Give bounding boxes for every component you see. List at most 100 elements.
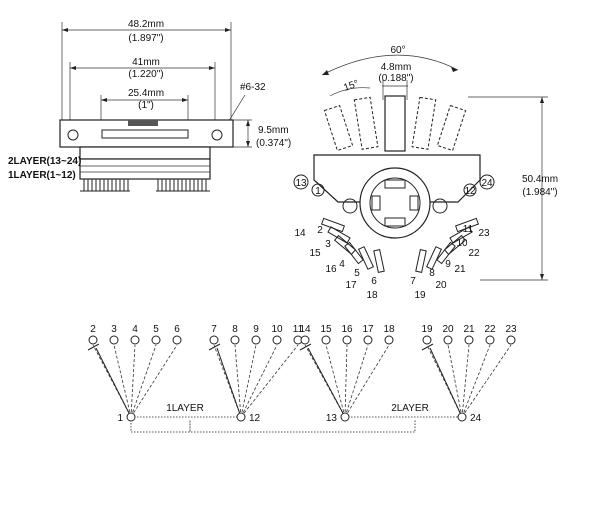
top-view: 48.2mm (1.897") 41mm (1.220") 25.4mm (1"… [8,19,291,192]
pin-15: 15 [309,248,321,259]
common-terminal-24 [457,412,467,422]
throw-terminal-10 [272,335,282,345]
throw-terminal-7 [209,335,219,345]
throw-label-14: 14 [299,324,311,335]
throw-terminal-17 [363,335,373,345]
throw-terminal-19 [422,335,432,345]
switch-lever [384,95,406,152]
throw-terminal-16 [342,335,352,345]
throw-terminal-21 [464,335,474,345]
throw-terminal-2 [88,335,98,345]
throw-label-2: 2 [90,324,96,335]
throw-line-10 [240,344,278,418]
common-terminal-1 [126,412,136,422]
throw-label-7: 7 [211,324,217,335]
throw-line-8 [234,344,242,418]
throw-label-10: 10 [271,324,283,335]
throw-label-6: 6 [174,324,180,335]
switch-group-12: 7 8 9 10 11 12 [208,324,304,424]
layer-deck-1 [79,158,211,180]
common-label-12: 12 [249,413,261,424]
throw-label-9: 9 [253,324,259,335]
marker-12: 12 [464,186,476,197]
marker-13: 13 [295,178,307,189]
throw-line-19 [426,344,463,418]
pin-8: 8 [429,268,435,279]
pin-3: 3 [325,239,331,250]
pin-5: 5 [354,268,360,279]
throw-terminal-14 [300,335,310,345]
throw-line-23 [461,344,512,418]
throw-line-20 [447,344,463,418]
wiper-arm-1 [95,347,132,418]
pin-19: 19 [414,290,426,301]
throw-terminal-15 [321,335,331,345]
throw-terminal-6 [172,335,182,345]
wiper-tip-1 [87,343,100,351]
common-label-24: 24 [470,413,482,424]
overall-width-label: 48.2mm [128,19,164,30]
lever-width-inch-label: (0.188") [378,73,413,84]
mount-spacing-inch-label: (1.220") [128,69,163,80]
throw-line-21 [461,344,470,418]
throw-label-21: 21 [463,324,475,335]
slot-length-label: 25.4mm [128,88,164,99]
throw-label-4: 4 [132,324,138,335]
wiper-arm-13 [307,347,346,418]
throw-line-3 [113,344,132,418]
throw-label-3: 3 [111,324,117,335]
marker-24: 24 [481,178,493,189]
slot-length-inch-label: (1") [138,100,154,111]
throw-line-14 [304,344,346,418]
marker-1: 1 [315,186,321,197]
total-height-inch-label: (1.984") [522,187,557,198]
throw-label-17: 17 [362,324,374,335]
common-terminal-12 [236,412,246,422]
common-terminal-13 [340,412,350,422]
throw-terminal-8 [230,335,240,345]
solder-lugs [80,179,210,192]
common-label-1: 1 [117,413,123,424]
throw-label-22: 22 [484,324,496,335]
throw-label-11: 11 [293,324,304,335]
total-height-label: 50.4mm [522,174,558,185]
plate-height-inch-label: (0.374") [256,138,291,149]
throw-line-17 [344,344,369,418]
front-view: 60° 15° 4.8mm (0.188") 13 1 24 [293,45,558,301]
pin-14: 14 [294,228,306,239]
wiper-arm-12 [216,347,242,418]
pin-18: 18 [366,290,378,301]
pin-11: 11 [463,224,474,235]
throw-line-18 [344,344,390,418]
throw-line-16 [344,344,348,418]
throw-terminal-23 [506,335,516,345]
pin-10: 10 [456,238,468,249]
layer-2-label: 2LAYER [391,403,429,414]
throw-label-19: 19 [421,324,433,335]
throw-label-20: 20 [442,324,454,335]
throw-line-6 [130,344,178,418]
pin-4: 4 [339,259,345,270]
throw-label-8: 8 [232,324,238,335]
throw-terminal-4 [130,335,140,345]
overall-width-inch-label: (1.897") [128,33,163,44]
screw-size-label: #6-32 [240,82,266,93]
pin-21: 21 [454,264,466,275]
pin-9: 9 [445,259,451,270]
throw-line-4 [130,344,136,418]
pin-2: 2 [317,225,323,236]
throw-line-9 [240,344,257,418]
wiper-tip-13 [299,343,312,351]
lever-positions [323,95,467,152]
throw-line-11 [240,344,299,418]
throw-label-5: 5 [153,324,159,335]
throw-label-15: 15 [320,324,332,335]
wiper-tip-12 [208,343,221,351]
throw-terminal-18 [384,335,394,345]
throw-terminal-9 [251,335,261,345]
pin-7: 7 [410,276,416,287]
wiper-arm-24 [429,347,463,418]
